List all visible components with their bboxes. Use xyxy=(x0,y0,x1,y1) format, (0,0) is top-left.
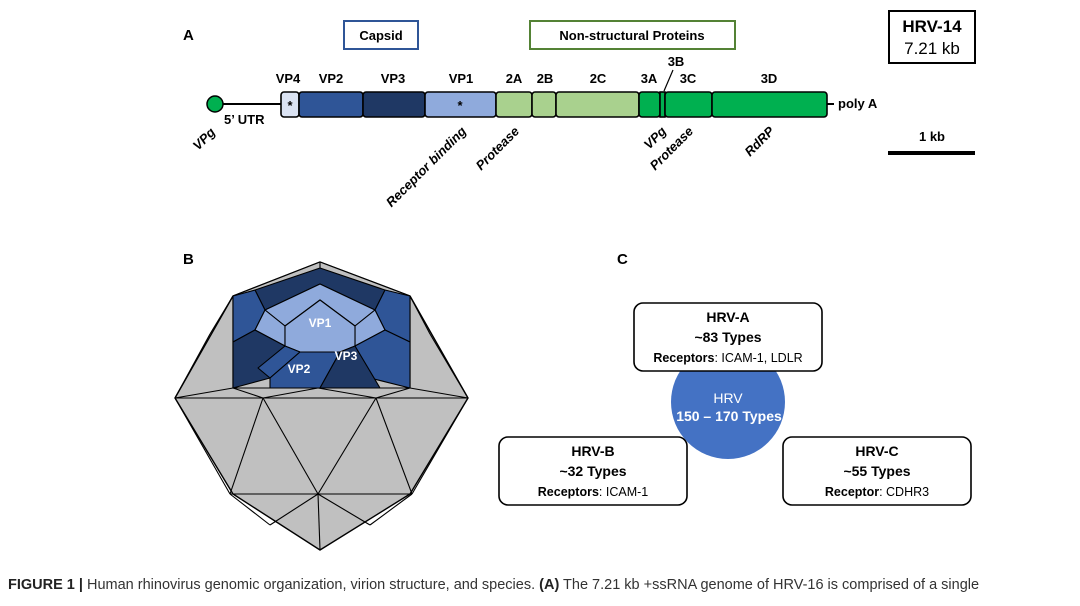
strain-size: 7.21 kb xyxy=(904,39,960,58)
label-3c: 3C xyxy=(680,71,697,86)
label-vp2: VP2 xyxy=(319,71,344,86)
virion-label-vp2: VP2 xyxy=(288,362,311,376)
caption-panel-a-ref: (A) xyxy=(539,577,560,593)
label-2c: 2C xyxy=(590,71,607,86)
hrv-b-receptors: Receptors: ICAM-1 xyxy=(538,485,648,499)
caption-text-1: Human rhinovirus genomic organization, v… xyxy=(82,577,540,593)
vp4-star: * xyxy=(287,98,293,113)
segment-vp3 xyxy=(362,91,426,118)
hrv-c-types: ~55 Types xyxy=(843,463,910,479)
hrv-a-box xyxy=(633,302,823,372)
hrv-b-rec-val: : ICAM-1 xyxy=(599,485,648,499)
hrv-c-rec-key: Receptor xyxy=(825,485,879,499)
label-3a: 3A xyxy=(641,71,658,86)
hrv-center-types: 150 – 170 Types xyxy=(676,408,782,424)
segment-3a xyxy=(638,91,661,118)
vp1-star: * xyxy=(457,98,463,113)
panel-a-letter: A xyxy=(183,27,194,44)
hrv-a-rec-val: : ICAM-1, LDLR xyxy=(714,351,802,365)
panel-c-letter: C xyxy=(617,251,628,268)
hrv-a-name: HRV-A xyxy=(706,309,749,325)
label-protease-2a: Protease xyxy=(473,124,522,173)
segment-3c xyxy=(664,91,713,118)
panel-b-letter: B xyxy=(183,251,194,268)
virion-label-vp3: VP3 xyxy=(335,349,358,363)
label-vp4: VP4 xyxy=(276,71,301,86)
leader-3b xyxy=(663,69,674,92)
segment-2c xyxy=(555,91,640,118)
caption-figure-label: FIGURE 1 | xyxy=(8,577,83,593)
hrv-center-name: HRV xyxy=(713,390,743,406)
nonstructural-box xyxy=(529,20,736,50)
strain-box xyxy=(888,10,976,64)
segment-2b xyxy=(531,91,557,118)
label-2b: 2B xyxy=(537,71,554,86)
nonstructural-box-label: Non-structural Proteins xyxy=(559,28,704,43)
label-vpg: VPg xyxy=(190,124,219,153)
label-3d: 3D xyxy=(761,71,778,86)
virion-label-vp1: VP1 xyxy=(309,316,332,330)
vpg-circle xyxy=(206,95,224,113)
hrv-c-name: HRV-C xyxy=(855,443,898,459)
hrv-a-types: ~83 Types xyxy=(694,329,761,345)
strain-name: HRV-14 xyxy=(902,17,962,36)
figure-caption: FIGURE 1 | Human rhinovirus genomic orga… xyxy=(8,576,1074,594)
hrv-a-receptors: Receptors: ICAM-1, LDLR xyxy=(653,351,802,365)
virion-icosahedron xyxy=(174,261,469,551)
label-3b: 3B xyxy=(668,54,685,69)
utr-label: 5’ UTR xyxy=(224,112,265,127)
label-vp1: VP1 xyxy=(449,71,474,86)
label-rdrp: RdRP xyxy=(741,123,777,159)
hrv-c-rec-val: : CDHR3 xyxy=(879,485,929,499)
hrv-b-types: ~32 Types xyxy=(559,463,626,479)
segment-3d xyxy=(711,91,828,118)
hrv-b-rec-key: Receptors xyxy=(538,485,599,499)
capsid-box-label: Capsid xyxy=(359,28,402,43)
segment-vp2 xyxy=(298,91,364,118)
label-2a: 2A xyxy=(506,71,523,86)
capsid-box xyxy=(343,20,419,50)
hrv-c-box xyxy=(782,436,972,506)
polya-label: poly A xyxy=(838,96,878,111)
hrv-a-rec-key: Receptors xyxy=(653,351,714,365)
scale-label: 1 kb xyxy=(919,129,945,144)
segment-2a xyxy=(495,91,533,118)
label-vp3: VP3 xyxy=(381,71,406,86)
hrv-center-circle xyxy=(671,345,785,459)
label-receptor-binding: Receptor binding xyxy=(383,123,469,209)
hrv-b-box xyxy=(498,436,688,506)
caption-text-2: The 7.21 kb +ssRNA genome of HRV-16 is c… xyxy=(559,577,980,593)
hrv-b-name: HRV-B xyxy=(571,443,614,459)
hrv-c-receptors: Receptor: CDHR3 xyxy=(825,485,929,499)
